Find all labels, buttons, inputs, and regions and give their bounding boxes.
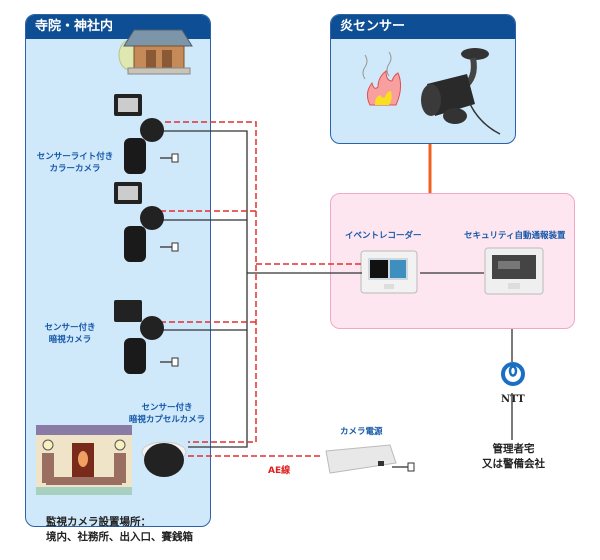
- install-line: 監視カメラ設置場所：: [46, 516, 151, 528]
- flame-icon: [362, 51, 402, 106]
- video-cables: [150, 130, 513, 468]
- security-device-label: セキュリティ自動通報装置: [464, 231, 566, 241]
- flame-sensor-panel: 炎センサー: [330, 14, 516, 144]
- camera-power-unit-icon: [325, 444, 397, 474]
- capsule-camera-label: センサー付き 暗視カプセルカメラ: [122, 402, 212, 426]
- ntt-logo-icon: [501, 362, 525, 386]
- sensor-cables: [160, 121, 362, 457]
- event-recorder-icon: [360, 250, 418, 294]
- label-line: センサー付き: [44, 323, 96, 333]
- destination-label: 管理者宅 又は警備会社: [482, 442, 545, 472]
- destination-line: 管理者宅: [492, 443, 535, 455]
- label-line: カラーカメラ: [49, 164, 101, 174]
- label-line: 暗視カメラ: [48, 335, 92, 345]
- ntt-label: NTT: [501, 394, 525, 405]
- ae-cable-label: AE線: [268, 466, 291, 476]
- flame-panel-title: 炎センサー: [331, 15, 515, 39]
- temple-building-icon: [118, 29, 193, 75]
- event-recorder-label: イベントレコーダー: [345, 231, 422, 241]
- sensor-light-camera-2-icon: [114, 182, 164, 262]
- label-line: センサー付き: [141, 403, 193, 413]
- destination-line: 又は警備会社: [482, 458, 545, 470]
- flame-sensor-device-icon: [421, 48, 501, 135]
- sensor-light-camera-label: センサーライト付き カラーカメラ: [30, 151, 120, 175]
- night-camera-label: センサー付き 暗視カメラ: [30, 322, 110, 346]
- install-locations-text: 監視カメラ設置場所： 境内、社務所、出入口、賽銭箱: [46, 515, 193, 545]
- capsule-camera-icon: [141, 441, 187, 477]
- temple-panel-title: 寺院・神社内: [26, 15, 210, 39]
- label-line: センサーライト付き: [36, 152, 114, 162]
- camera-power-label: カメラ電源: [340, 427, 383, 437]
- power-plugs: [171, 153, 415, 472]
- sensor-light-camera-1-icon: [114, 94, 164, 174]
- label-line: 暗視カプセルカメラ: [128, 415, 206, 425]
- security-alarm-device-icon: [484, 247, 544, 295]
- night-vision-camera-icon: [114, 300, 164, 374]
- install-line: 境内、社務所、出入口、賽銭箱: [46, 531, 193, 543]
- altar-icon: [36, 425, 132, 495]
